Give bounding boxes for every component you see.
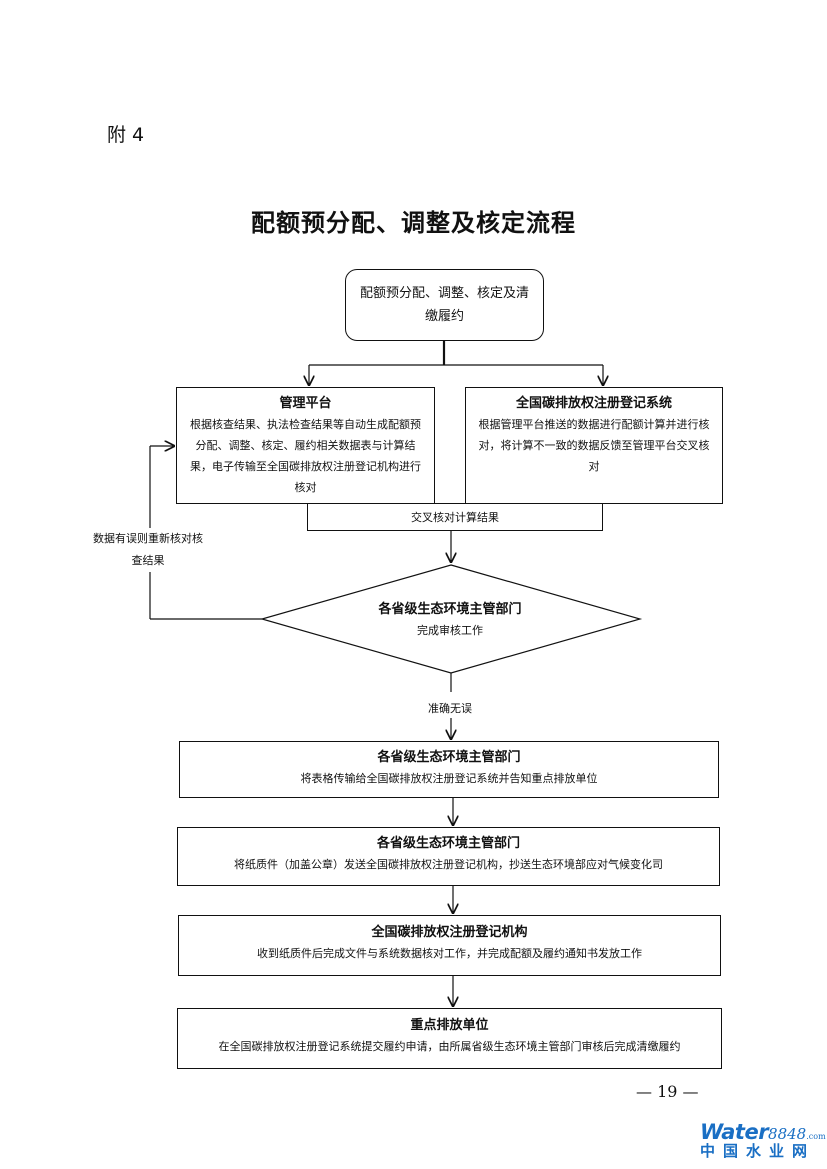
step4-heading: 各省级生态环境主管部门 <box>376 836 520 851</box>
management-platform-box: 管理平台 根据核查结果、执法检查结果等自动生成配额预分配、调整、核定、履约相关数… <box>176 387 435 504</box>
appendix-label: 附 4 <box>107 124 145 146</box>
watermark-brand: Water <box>700 1120 769 1144</box>
watermark-number: 8848 <box>768 1125 807 1143</box>
step3-box: 各省级生态环境主管部门 将表格传输给全国碳排放权注册登记系统并告知重点排放单位 <box>179 741 719 798</box>
start-box: 配额预分配、调整、核定及清缴履约 <box>345 269 544 341</box>
page-number: — 19 — <box>636 1082 699 1101</box>
step4-text: 将纸质件（加盖公章）发送全国碳排放权注册登记机构，抄送生态环境部应对气候变化司 <box>234 858 663 871</box>
step3-text: 将表格传输给全国碳排放权注册登记系统并告知重点排放单位 <box>300 772 598 785</box>
step6-heading: 重点排放单位 <box>410 1018 489 1033</box>
cross-check-text: 交叉核对计算结果 <box>411 511 499 524</box>
watermark-logo: Water8848.com 中国水业网 <box>700 1120 826 1161</box>
step4-box: 各省级生态环境主管部门 将纸质件（加盖公章）发送全国碳排放权注册登记机构，抄送生… <box>177 827 720 886</box>
decision-heading: 各省级生态环境主管部门 <box>378 602 522 617</box>
loop-note: 数据有误则重新核对核查结果 <box>88 528 208 572</box>
accurate-label: 准确无误 <box>428 702 472 715</box>
management-platform-text: 根据核查结果、执法检查结果等自动生成配额预分配、调整、核定、履约相关数据表与计算… <box>190 418 421 494</box>
start-box-text: 配额预分配、调整、核定及清缴履约 <box>359 286 529 324</box>
step6-text: 在全国碳排放权注册登记系统提交履约申请，由所属省级生态环境主管部门审核后完成清缴… <box>218 1040 681 1053</box>
registry-system-text: 根据管理平台推送的数据进行配额计算并进行核对，将计算不一致的数据反馈至管理平台交… <box>478 418 710 473</box>
decision-text: 完成审核工作 <box>417 624 483 637</box>
step5-text: 收到纸质件后完成文件与系统数据核对工作，并完成配额及履约通知书发放工作 <box>257 947 642 960</box>
watermark-suffix: .com <box>806 1132 826 1141</box>
step5-heading: 全国碳排放权注册登记机构 <box>371 925 528 940</box>
step5-box: 全国碳排放权注册登记机构 收到纸质件后完成文件与系统数据核对工作，并完成配额及履… <box>178 915 721 976</box>
registry-system-box: 全国碳排放权注册登记系统 根据管理平台推送的数据进行配额计算并进行核对，将计算不… <box>465 387 723 504</box>
management-platform-heading: 管理平台 <box>279 396 332 411</box>
page-title: 配额预分配、调整及核定流程 <box>251 209 576 237</box>
step6-box: 重点排放单位 在全国碳排放权注册登记系统提交履约申请，由所属省级生态环境主管部门… <box>177 1008 722 1069</box>
step3-heading: 各省级生态环境主管部门 <box>377 750 521 765</box>
cross-check-box: 交叉核对计算结果 <box>307 503 603 531</box>
registry-system-heading: 全国碳排放权注册登记系统 <box>515 396 672 411</box>
watermark-chinese: 中国水业网 <box>700 1142 816 1160</box>
decision-content: 各省级生态环境主管部门 完成审核工作 <box>330 599 570 641</box>
